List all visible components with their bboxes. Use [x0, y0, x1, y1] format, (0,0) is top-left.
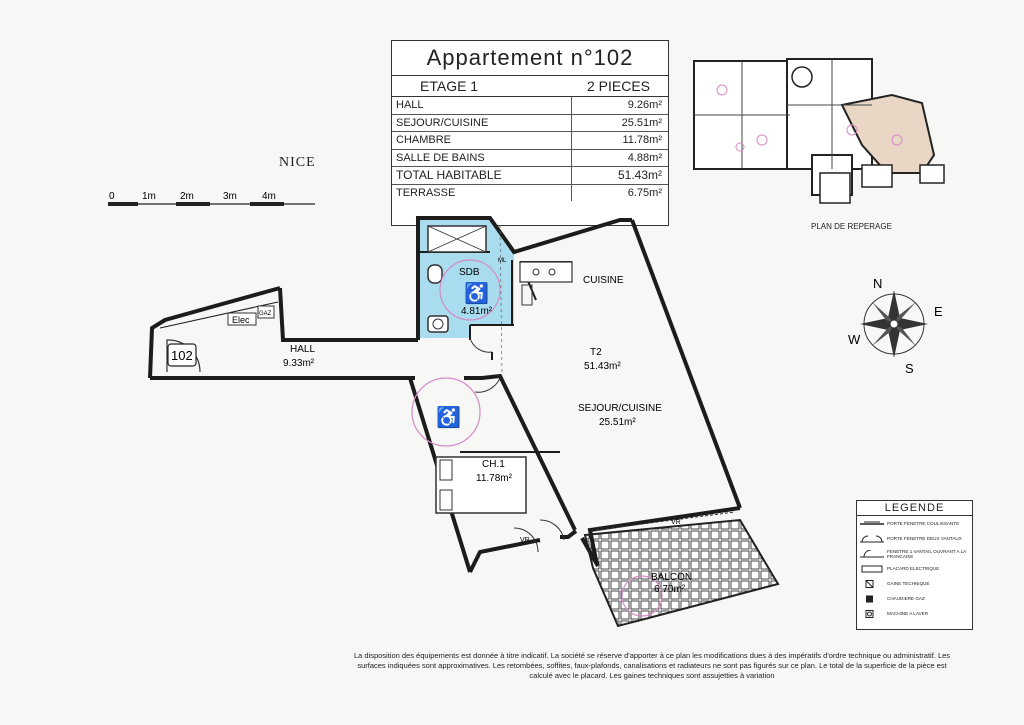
wheelchair-icon: ♿ [436, 405, 461, 429]
kitchen-counter [519, 261, 573, 283]
washbasin [427, 315, 449, 333]
room-label-chambre: CH.1 [482, 459, 505, 470]
room-label-sdb: SDB [459, 267, 480, 278]
scale-tick: 0 [109, 191, 115, 202]
vr-label: VR [520, 537, 530, 544]
bedroom-window-swing [539, 519, 565, 541]
legend-item: PLACARD ELECTRIQUE [857, 561, 972, 576]
compass-e: E [934, 304, 943, 319]
legend-item: MACHINE A LAVER [857, 606, 972, 621]
bathroom-door-swing [469, 337, 493, 353]
compass-n: N [873, 276, 882, 291]
room-label-cuisine: CUISINE [583, 275, 624, 286]
electric-panel [227, 312, 257, 326]
apartment-number-badge [167, 343, 197, 367]
room-area-chambre: 11.78m² [476, 473, 513, 484]
floor-label: ETAGE 1 [420, 78, 479, 94]
wheelchair-turning-circle [621, 575, 663, 617]
gas-meter [257, 305, 275, 319]
floor-info: ETAGE 1 2 PIECES [392, 76, 668, 97]
room-label-hall: HALL [290, 344, 315, 355]
legend-item: PORTE FENETRE COULISSANTE [860, 521, 960, 526]
wheelchair-icon: ♿ [464, 281, 489, 305]
scale-tick: 1m [142, 191, 156, 202]
gaz-label: GAZ [259, 311, 272, 317]
scale-tick: 2m [180, 191, 194, 202]
bedroom-door-swing [474, 377, 501, 393]
elec-label: Elec [232, 315, 250, 325]
scale-bar: 0 1m 2m 3m 4m [108, 191, 315, 206]
key-plan-label: PLAN DE REPERAGE [811, 222, 892, 231]
legend-item: CHAUDIERE GAZ [857, 591, 972, 606]
toilet [427, 264, 443, 284]
legend-item: GAINE TECHNIQUE [857, 576, 972, 591]
scale-tick: 3m [223, 191, 237, 202]
room-area-t2: 51.43m² [584, 361, 621, 372]
compass-s: S [905, 361, 914, 376]
room-area-sdb: 4.81m² [461, 306, 493, 317]
wheelchair-turning-circle [411, 377, 481, 447]
disclaimer-text: La disposition des équipements est donné… [353, 651, 951, 680]
balcony-area [583, 518, 780, 628]
ml-label: ML [498, 258, 507, 264]
room-label-sejour: SEJOUR/CUISINE [578, 403, 662, 414]
room-area-balcon: 6.70m² [654, 584, 686, 595]
wheelchair-turning-circle [439, 259, 501, 321]
compass-w: W [848, 332, 861, 347]
room-label-balcon: BALCON [651, 572, 692, 583]
legend: LEGENDE PORTE FENETRE COULISSANTE PORTE … [856, 500, 973, 630]
room-area-sejour: 25.51m² [599, 417, 636, 428]
legend-item: PORTE FENETRE DEUX VANTAUX [857, 531, 972, 546]
sliding-window [595, 511, 736, 531]
city-label: NICE [279, 155, 316, 170]
room-label-t2: T2 [590, 347, 602, 358]
room-area-hall: 9.33m² [283, 358, 315, 369]
bedroom-window-swing [513, 527, 539, 553]
key-plan [693, 58, 945, 204]
compass-rose: N E S W [848, 276, 943, 376]
apartment-number: 102 [171, 348, 193, 363]
rooms-count: 2 PIECES [586, 78, 650, 94]
bed [435, 456, 527, 514]
scale-tick: 4m [262, 191, 276, 202]
apartment-title: Appartement n°102 [392, 41, 668, 76]
legend-title: LEGENDE [857, 501, 972, 516]
vr-label: VR [671, 519, 681, 526]
legend-item: FENETRE 1 VANTAIL OUVRANT A LA FRANCAISE [857, 546, 972, 561]
